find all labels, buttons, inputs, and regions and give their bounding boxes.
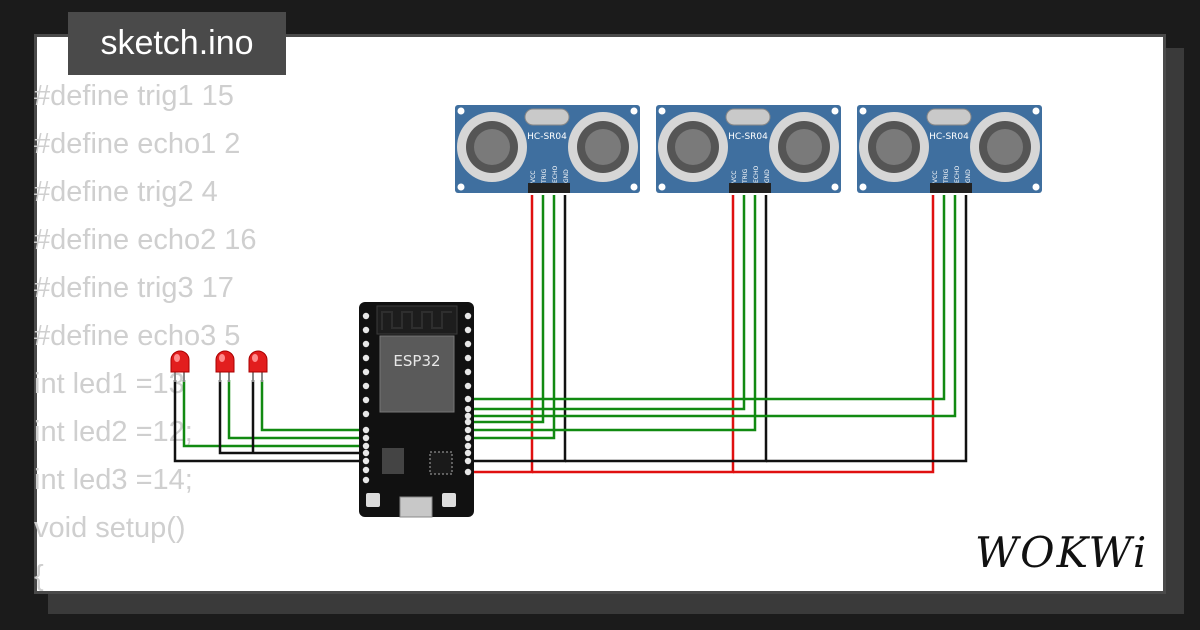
left-pin-header: [362, 312, 370, 484]
code-line: {: [34, 560, 44, 592]
led-highlight: [219, 354, 225, 362]
pin-label-echo: ECHO: [954, 166, 961, 183]
mount-hole: [1032, 107, 1040, 115]
file-tab[interactable]: sketch.ino: [68, 12, 286, 75]
pin-label-vcc: VCC: [530, 171, 537, 183]
antenna: [376, 305, 458, 335]
sensor-label: HC-SR04: [929, 132, 969, 142]
wire-echo-1: [472, 195, 556, 440]
ultrasonic-sensor-1[interactable]: HC-SR04 VCC TRIG ECHO GND: [455, 105, 640, 193]
transducer-core: [876, 129, 912, 165]
wire-led3-anode: [260, 380, 366, 432]
led-body: [170, 350, 190, 373]
crystal: [725, 108, 771, 126]
wire-gnd-2: [565, 195, 768, 463]
code-line: #define echo2 16: [34, 224, 257, 256]
wokwi-logo: WOKWi: [975, 528, 1149, 577]
pin-label-gnd: GND: [563, 169, 570, 183]
led-body: [248, 350, 268, 373]
pin-label-vcc: VCC: [932, 171, 939, 183]
led-2[interactable]: [215, 350, 235, 382]
mount-hole: [859, 107, 867, 115]
wire-echo-2: [472, 195, 757, 432]
led-1[interactable]: [170, 350, 190, 382]
right-pin-header: [464, 312, 472, 476]
wire-echo-3: [472, 195, 957, 418]
transducer-core: [786, 129, 822, 165]
pin-label-trig: TRIG: [943, 168, 950, 184]
code-line: #define trig2 4: [34, 176, 218, 208]
en-button[interactable]: [442, 493, 456, 507]
mount-hole: [831, 183, 839, 191]
sensor-label: HC-SR04: [728, 132, 768, 142]
led-body: [215, 350, 235, 373]
led-3[interactable]: [248, 350, 268, 382]
wire-trig-2: [472, 195, 746, 411]
wires: [173, 195, 968, 474]
sensor-label: HC-SR04: [527, 132, 567, 142]
pin-label-trig: TRIG: [742, 168, 749, 184]
crystal: [524, 108, 570, 126]
code-line: #define echo3 5: [34, 320, 241, 352]
antenna-trace: [381, 311, 452, 330]
code-line: #define echo1 2: [34, 128, 241, 160]
wire-trig-1: [472, 195, 545, 424]
wire-gnd-3: [766, 195, 968, 463]
wire-trig-3: [472, 195, 946, 401]
pin-header: [930, 183, 972, 193]
crystal: [926, 108, 972, 126]
esp32-module: [379, 335, 455, 413]
transducer-core: [675, 129, 711, 165]
usb-uart-chip: [429, 451, 453, 475]
wire-led2-cathode: [218, 380, 366, 455]
wire-led1-cathode: [173, 380, 366, 463]
mount-hole: [630, 183, 638, 191]
ultrasonic-sensor-2[interactable]: HC-SR04 VCC TRIG ECHO GND: [656, 105, 841, 193]
pin-label-gnd: GND: [965, 169, 972, 183]
led-highlight: [174, 354, 180, 362]
mount-hole: [859, 183, 867, 191]
mount-hole: [831, 107, 839, 115]
mount-hole: [457, 183, 465, 191]
code-line: int led3 =14;: [34, 464, 193, 496]
pin-header: [729, 183, 771, 193]
mount-hole: [658, 107, 666, 115]
wire-led2-anode: [227, 380, 366, 440]
code-line: #define trig3 17: [34, 272, 234, 304]
pin-label-echo: ECHO: [753, 166, 760, 183]
transducer-core: [987, 129, 1023, 165]
code-line: void setup(): [34, 512, 186, 544]
code-line: int led1 =13: [34, 368, 185, 400]
pin-header: [528, 183, 570, 193]
boot-button[interactable]: [366, 493, 380, 507]
mount-hole: [630, 107, 638, 115]
usb-port: [399, 496, 433, 518]
pin-label-trig: TRIG: [541, 168, 548, 184]
led-highlight: [252, 354, 258, 362]
mount-hole: [658, 183, 666, 191]
pin-label-gnd: GND: [764, 169, 771, 183]
ultrasonic-sensor-3[interactable]: HC-SR04 VCC TRIG ECHO GND: [857, 105, 1042, 193]
transducer-core: [474, 129, 510, 165]
pin-label-echo: ECHO: [552, 166, 559, 183]
mount-hole: [1032, 183, 1040, 191]
chip-label: ESP32: [393, 352, 440, 370]
transducer-core: [585, 129, 621, 165]
code-line: #define trig1 15: [34, 80, 234, 112]
esp32-board[interactable]: ESP32: [359, 302, 474, 518]
pin-label-vcc: VCC: [731, 171, 738, 183]
wire-led1-anode: [182, 380, 366, 448]
wire-vcc-3: [733, 195, 935, 474]
voltage-regulator: [382, 448, 404, 474]
mount-hole: [457, 107, 465, 115]
